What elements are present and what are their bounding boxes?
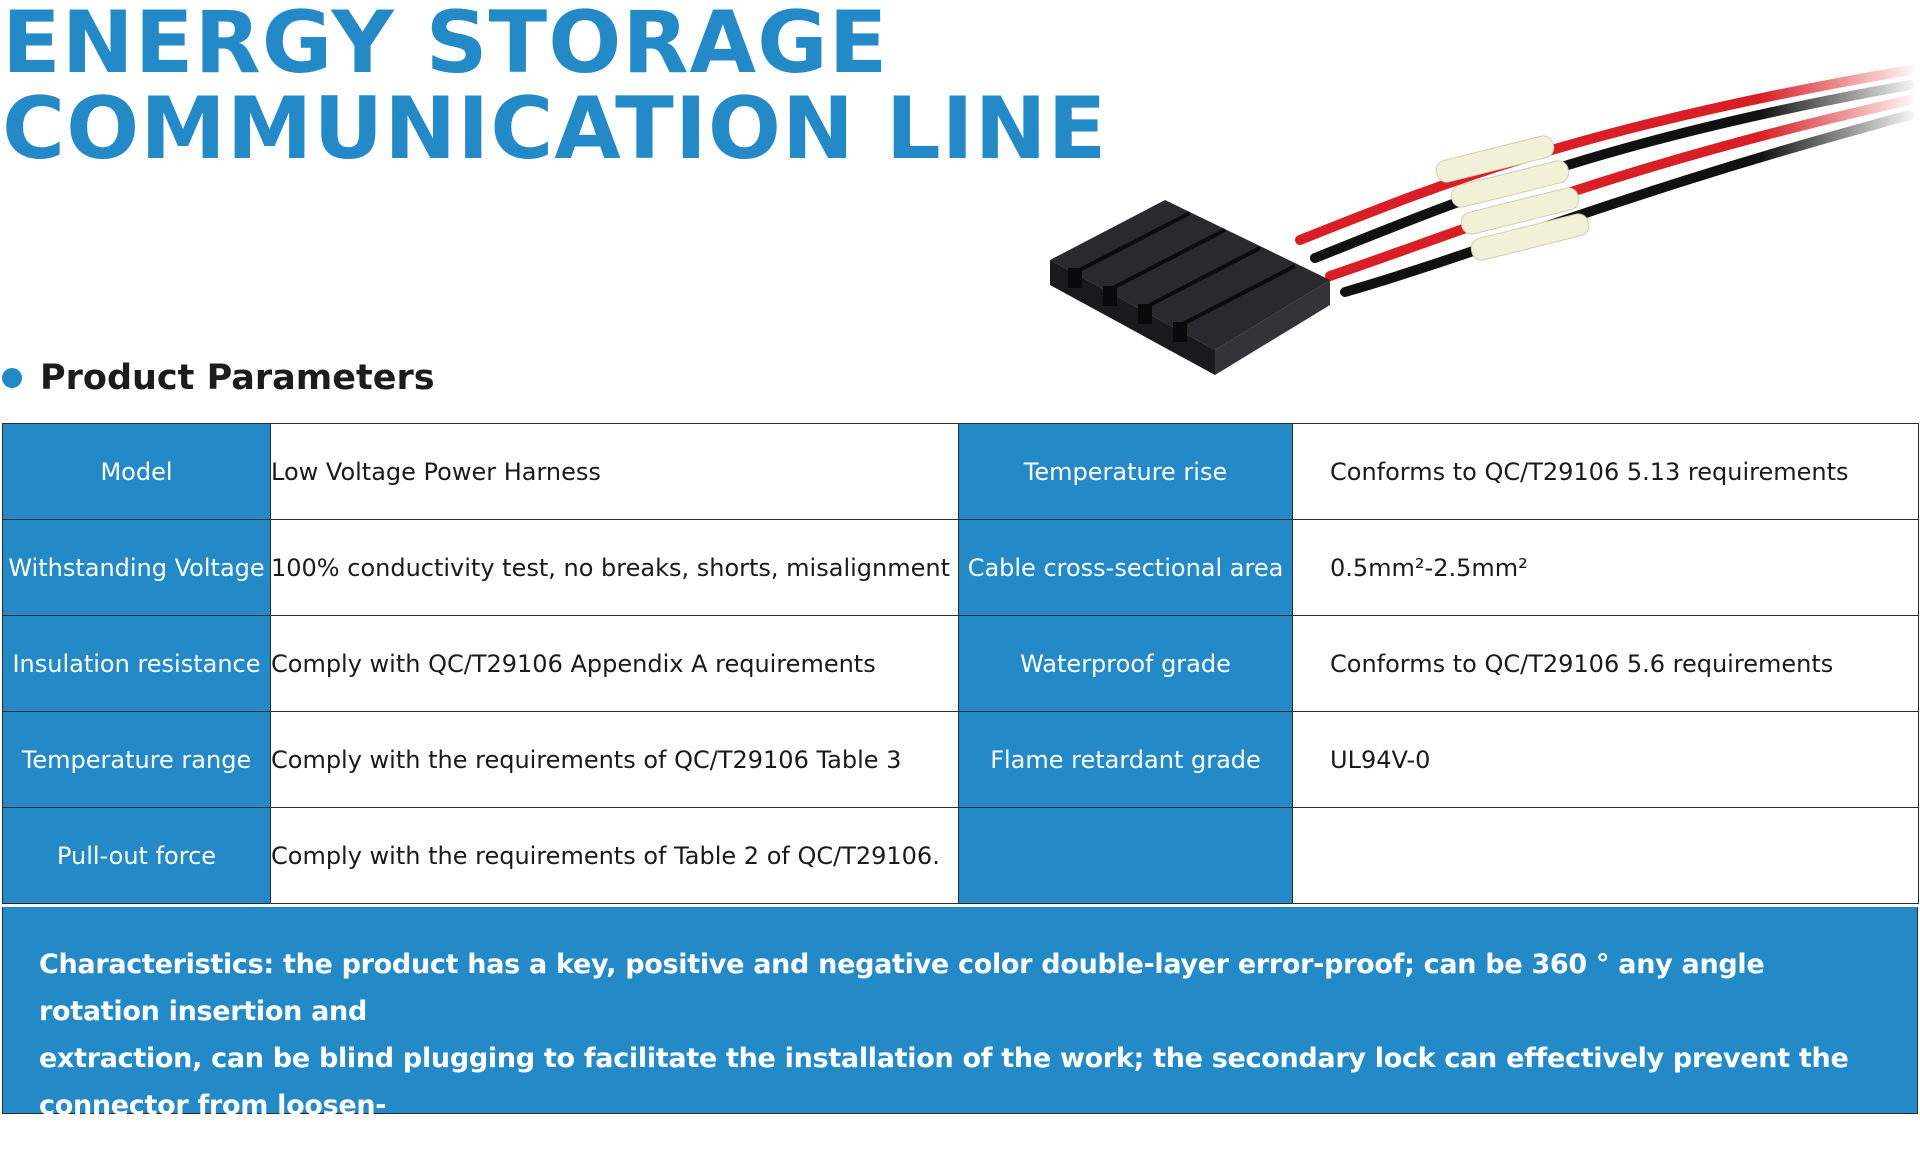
param-label: Flame retardant grade — [958, 711, 1293, 808]
param-value: Comply with the requirements of Table 2 … — [270, 807, 959, 904]
characteristics-line-1: Characteristics: the product has a key, … — [39, 949, 1765, 1027]
param-label: Model — [2, 423, 271, 520]
title-line-1: ENERGY STORAGE — [2, 0, 889, 93]
table-row: Insulation resistance Comply with QC/T29… — [2, 615, 1919, 712]
param-value: 0.5mm²-2.5mm² — [1292, 519, 1919, 616]
param-value: Conforms to QC/T29106 5.13 requirements — [1292, 423, 1919, 520]
table-row: Temperature range Comply with the requir… — [2, 711, 1919, 808]
param-label-empty — [958, 807, 1293, 904]
characteristics-box: Characteristics: the product has a key, … — [2, 907, 1918, 1168]
param-label: Withstanding Voltage — [2, 519, 271, 616]
param-label: Temperature rise — [958, 423, 1293, 520]
table-row: Model Low Voltage Power Harness Temperat… — [2, 423, 1919, 520]
connector-harness-image — [1030, 30, 1920, 390]
product-parameters-table: Model Low Voltage Power Harness Temperat… — [2, 423, 1919, 904]
param-value: Comply with the requirements of QC/T2910… — [270, 711, 959, 808]
title-line-2: COMMUNICATION LINE — [2, 79, 1108, 179]
page-title: ENERGY STORAGE COMMUNICATION LINE — [2, 0, 1107, 172]
param-label: Temperature range — [2, 711, 271, 808]
param-label: Insulation resistance — [2, 615, 271, 712]
param-value: Conforms to QC/T29106 5.6 requirements — [1292, 615, 1919, 712]
param-label: Waterproof grade — [958, 615, 1293, 712]
bullet-dot-icon — [2, 368, 22, 388]
characteristics-line-3: ing; with the IP67 anti-feature level re… — [39, 1137, 1633, 1168]
param-label: Pull-out force — [2, 807, 271, 904]
table-row: Withstanding Voltage 100% conductivity t… — [2, 519, 1919, 616]
param-value: Low Voltage Power Harness — [270, 423, 959, 520]
param-value: UL94V-0 — [1292, 711, 1919, 808]
section-title: Product Parameters — [40, 358, 435, 398]
characteristics-line-2: extraction, can be blind plugging to fac… — [39, 1043, 1849, 1121]
param-value: Comply with QC/T29106 Appendix A require… — [270, 615, 959, 712]
characteristics-text: Characteristics: the product has a key, … — [39, 941, 1881, 1176]
param-label: Cable cross-sectional area — [958, 519, 1293, 616]
section-header: Product Parameters — [0, 354, 435, 402]
table-row: Pull-out force Comply with the requireme… — [2, 807, 1919, 904]
param-value-empty — [1292, 807, 1919, 904]
param-value: 100% conductivity test, no breaks, short… — [270, 519, 959, 616]
